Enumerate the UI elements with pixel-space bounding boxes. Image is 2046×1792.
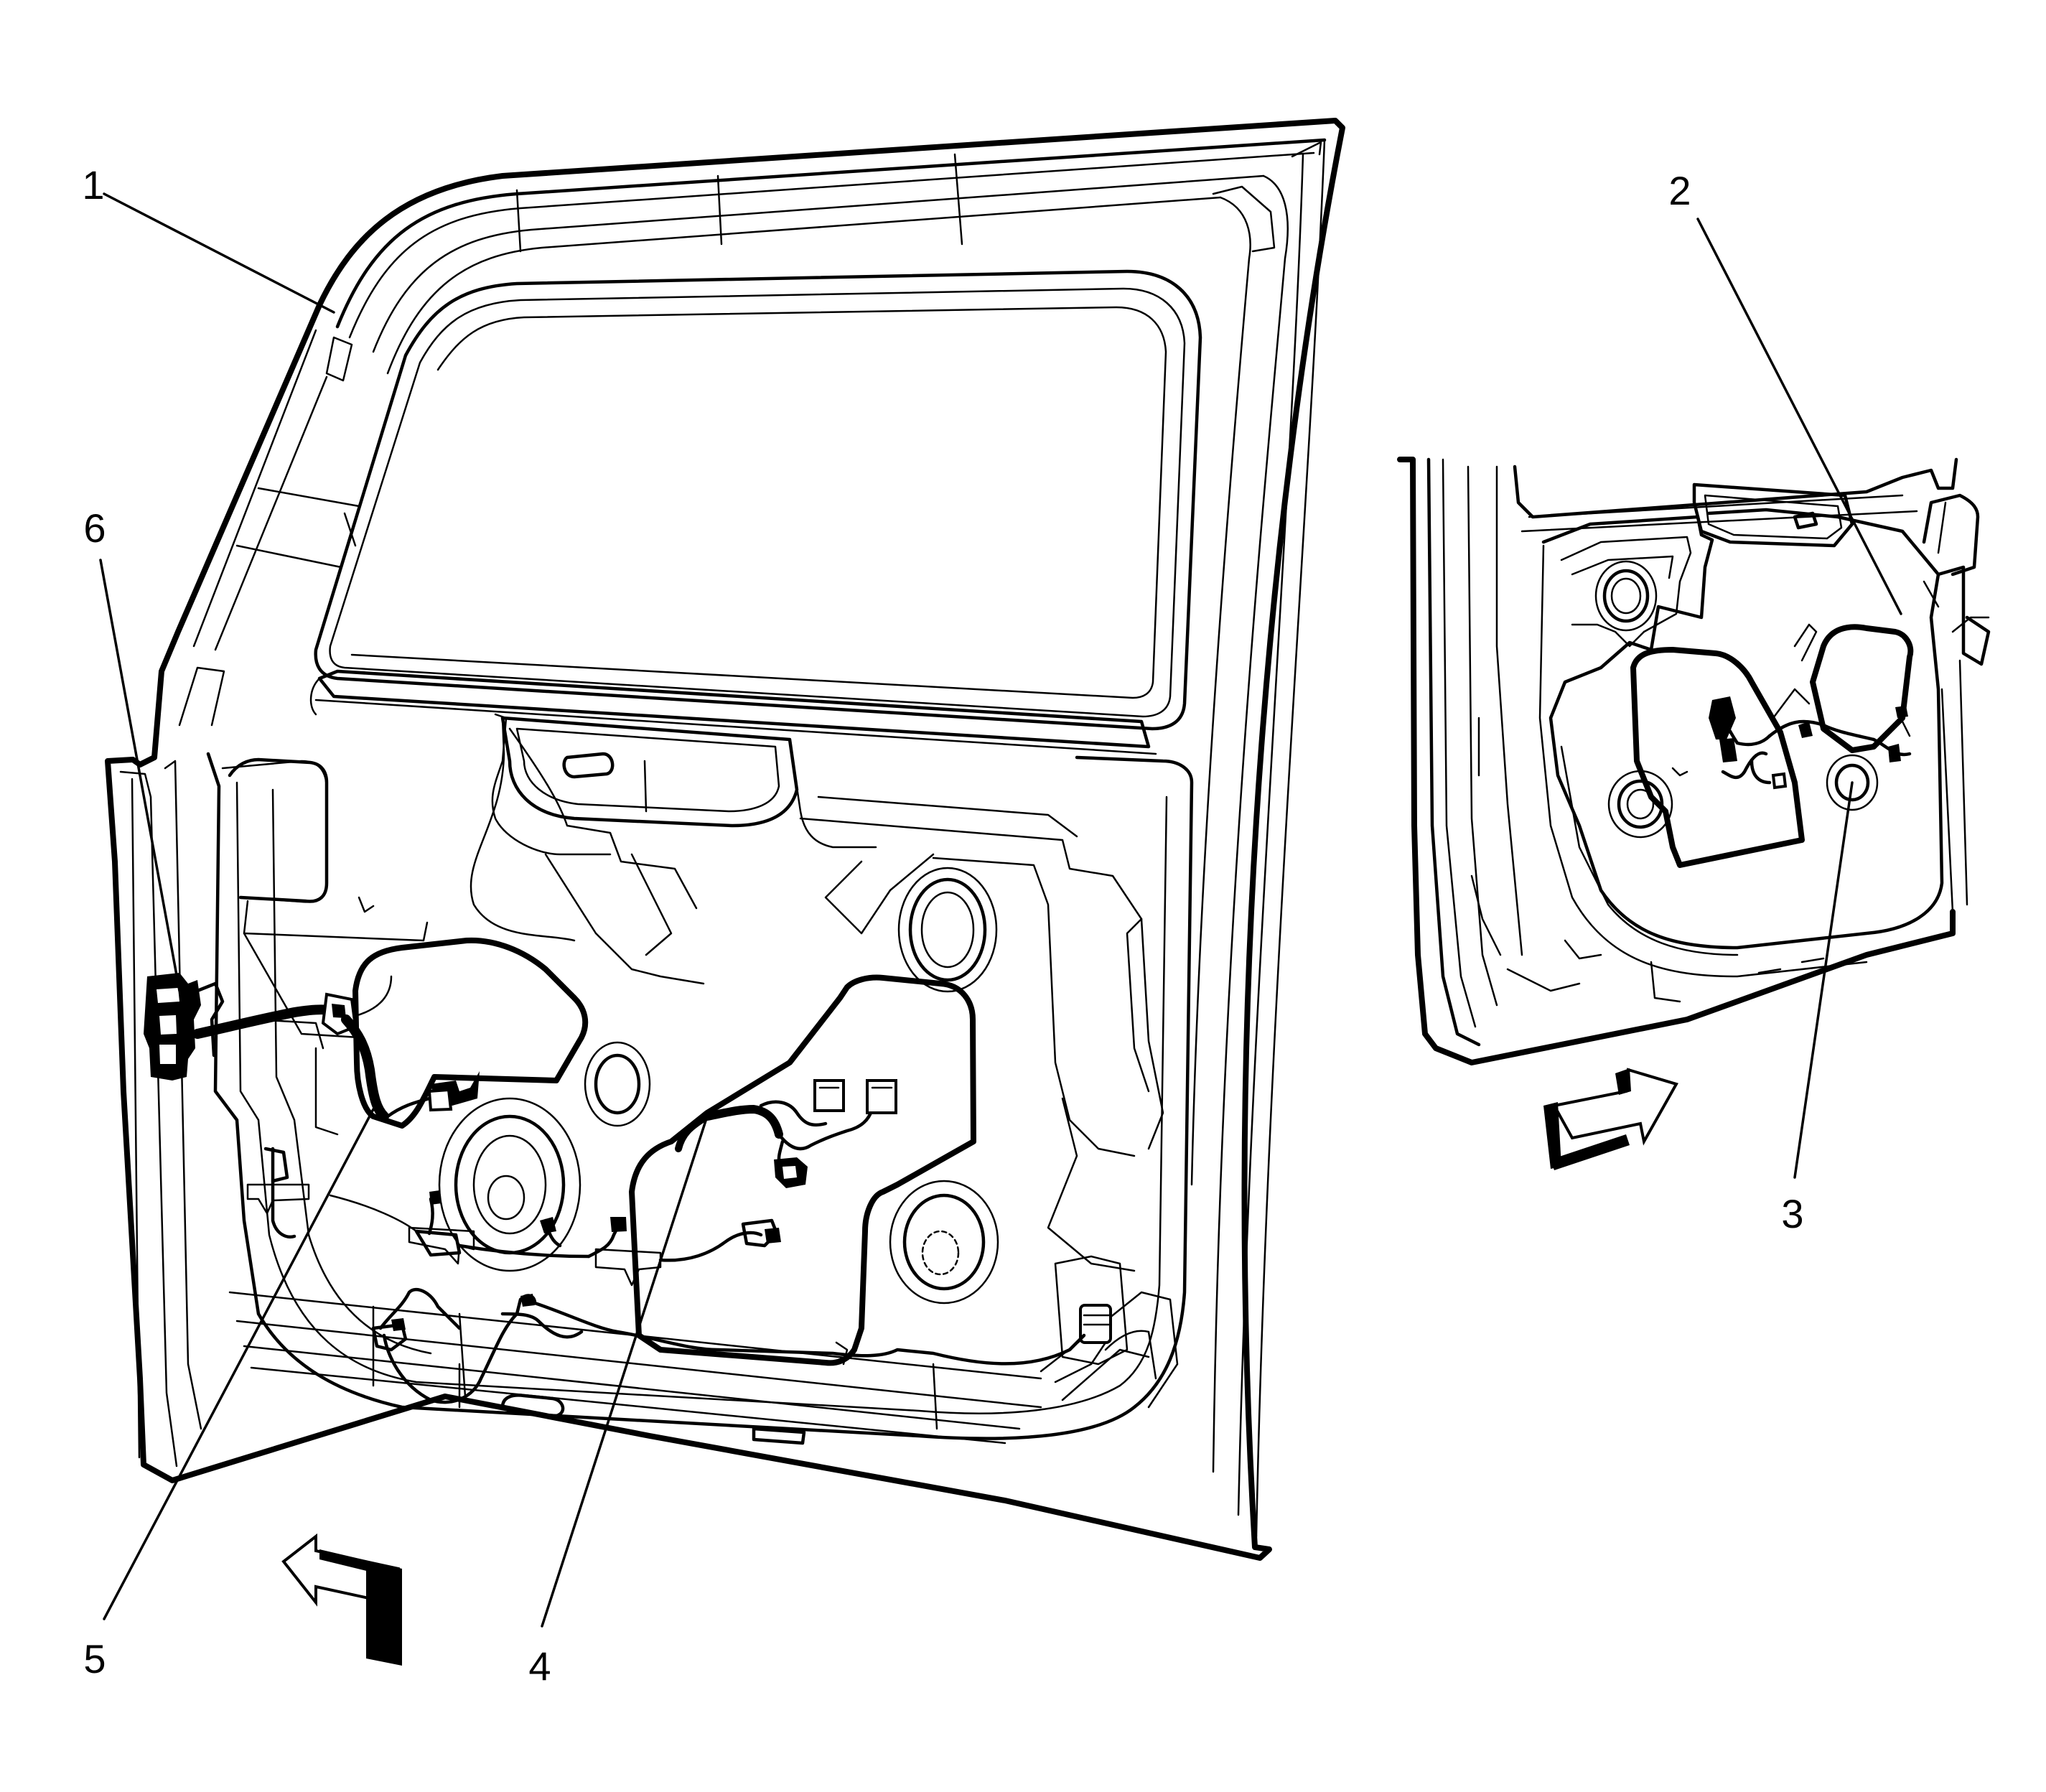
- belt-line: [317, 669, 1151, 749]
- door-outer-edge-inner: [119, 770, 178, 1467]
- leader-6: [99, 559, 181, 992]
- inset-access-hole-right: [1826, 754, 1879, 811]
- inset-front-module-panel: [1630, 647, 1805, 868]
- main-door-view: [105, 118, 1345, 1561]
- center-harness-connector-a: [813, 1079, 845, 1112]
- callout-labels: 1 2 3 4 5 6: [82, 162, 1803, 1689]
- callout-5: 5: [83, 1636, 106, 1681]
- right-connector-bracket: [1054, 1255, 1129, 1366]
- inset-access-hole-upper: [1594, 560, 1658, 632]
- callout-2: 2: [1668, 168, 1691, 213]
- front-module-connector: [427, 1071, 480, 1112]
- callout-4: 4: [528, 1643, 551, 1689]
- access-hole-middle: [584, 1041, 651, 1127]
- rear-module-panel: [629, 974, 976, 1366]
- inset-rear-module-panel: [1810, 624, 1914, 753]
- inset-access-hole-lower: [1607, 770, 1673, 839]
- left-handle-recess: [228, 757, 329, 903]
- leader-lines: [99, 192, 1902, 1628]
- inset-door-view: [1397, 457, 1991, 1065]
- lower-left-connector: [371, 1318, 408, 1352]
- leader-5: [103, 1108, 375, 1620]
- upper-recess-slot: [562, 752, 615, 779]
- window-frame-outer: [335, 138, 1327, 329]
- inset-inner-panel: [1541, 508, 1944, 950]
- leader-2: [1696, 218, 1902, 615]
- upper-recess: [500, 716, 799, 828]
- inset-door-outline: [1397, 457, 1956, 1065]
- center-harness-connector-c: [774, 1157, 808, 1188]
- main-wiring-harness: [144, 973, 1107, 1404]
- lower-center-connector: [741, 1218, 781, 1248]
- door-harness-connector: [144, 973, 225, 1081]
- callout-6: 6: [83, 505, 106, 551]
- inner-door-panel: [206, 752, 1194, 1440]
- leader-1: [103, 192, 335, 314]
- callout-1: 1: [82, 162, 104, 207]
- bottom-drain-slot: [500, 1394, 565, 1418]
- window-opening: [314, 269, 1202, 731]
- center-harness-connector-b: [866, 1079, 897, 1114]
- leader-3: [1793, 781, 1854, 1179]
- callout-3: 3: [1781, 1191, 1803, 1236]
- access-hole-upper: [897, 867, 998, 993]
- bottom-drain-slot-2: [752, 1427, 806, 1445]
- door-outer-panel: [105, 118, 1345, 1561]
- door-front-flange: [164, 760, 202, 1430]
- arrow-direction-icon: [281, 1533, 402, 1666]
- access-hole-lower: [889, 1180, 999, 1305]
- leader-4: [541, 1115, 709, 1628]
- arrow-direction-icon: [1543, 1068, 1678, 1170]
